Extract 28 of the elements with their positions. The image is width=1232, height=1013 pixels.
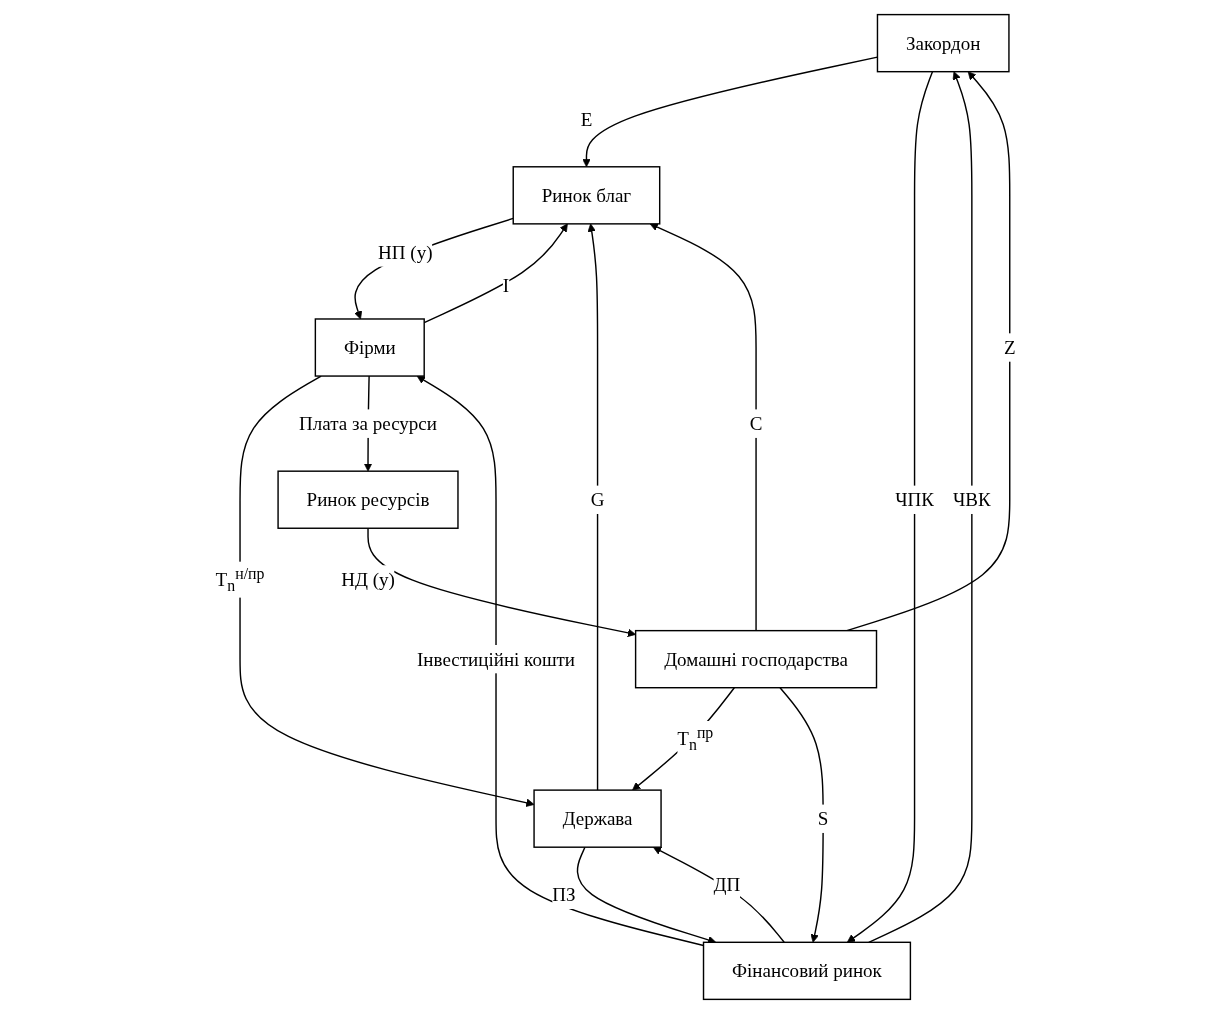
node-box: Закордон — [877, 13, 1011, 72]
arrow — [653, 846, 786, 943]
node-box: Держава — [533, 788, 663, 848]
arrow — [779, 686, 825, 943]
arrow — [367, 527, 637, 637]
node-box: Фірми — [315, 317, 426, 377]
node-box: Фінансовий ринок — [703, 941, 912, 1000]
edge-label: I — [503, 274, 510, 296]
edge-label: ПЗ — [552, 883, 576, 905]
edge-label: НП (у) — [378, 241, 433, 263]
arrow — [650, 222, 758, 631]
edge-label: ДП — [713, 873, 741, 895]
node-box: Домашні господарства — [635, 629, 878, 688]
arrow — [847, 70, 934, 943]
arrow — [632, 686, 736, 790]
node-box: Ринок ресурсів — [277, 469, 460, 529]
edge-label: ЧПК — [895, 488, 935, 510]
edge-label: Інвестиційні кошти — [417, 648, 576, 670]
node-box: Ринок благ — [512, 165, 661, 225]
edge-label: G — [591, 488, 605, 510]
edge-label: S — [818, 807, 829, 829]
edge-label: C — [750, 412, 763, 434]
edge-label: Плата за ресурси — [299, 412, 438, 434]
edge-label: Z — [1004, 336, 1016, 358]
edge-label: ЧВК — [953, 488, 992, 510]
edge-label: E — [581, 108, 593, 130]
edge-label: НД (у) — [341, 568, 396, 590]
arrow — [588, 223, 599, 791]
